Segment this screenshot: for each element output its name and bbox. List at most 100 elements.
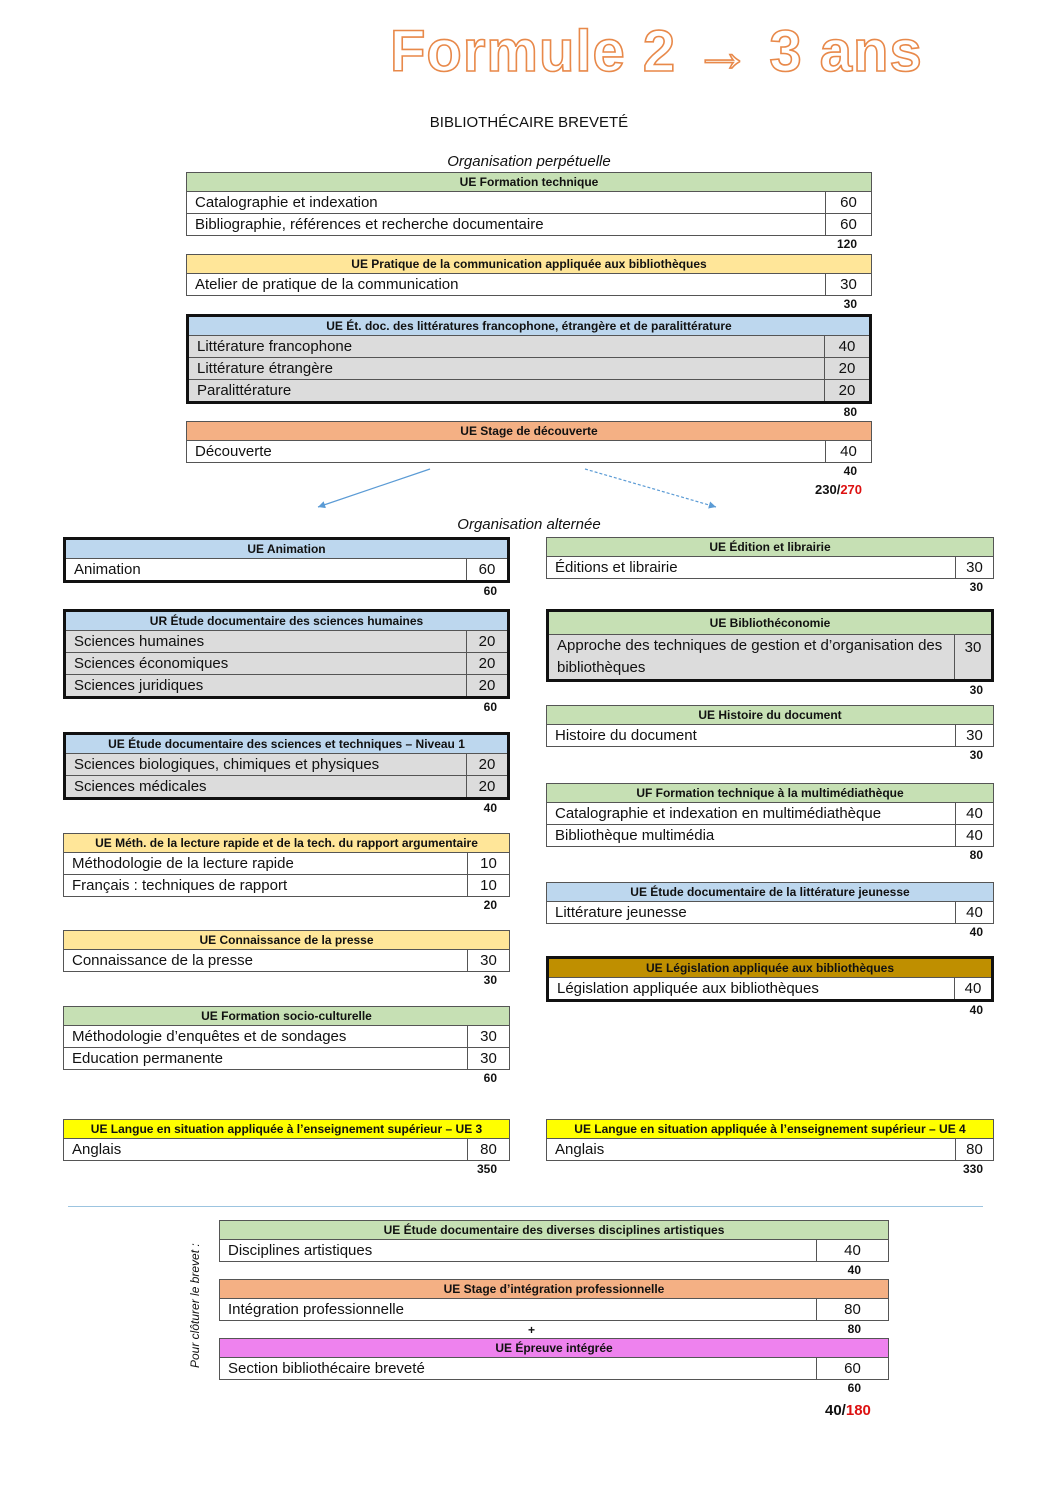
course-hours: 20 [465, 674, 510, 698]
table-row: Approche des techniques de gestion et d’… [547, 634, 993, 681]
ue-table: UE Langue en situation appliquée à l’ens… [546, 1119, 994, 1161]
left-ue-block: UE Méth. de la lecture rapide et de la t… [63, 833, 511, 913]
ue-total: 120 [836, 237, 857, 251]
course-hours: 40 [955, 802, 994, 825]
left-ue-block: UE Étude documentaire des sciences et te… [63, 732, 510, 816]
course-name: Education permanente [63, 1047, 468, 1070]
ue-header: UE Formation technique [186, 172, 872, 192]
ue-total: 40 [969, 925, 983, 939]
course-hours: 40 [824, 440, 873, 463]
course-hours: 20 [465, 630, 510, 653]
ue-total: 40 [969, 1003, 983, 1017]
ue-table: UR Étude documentaire des sciences humai… [63, 609, 510, 699]
course-hours: 30 [825, 273, 872, 296]
side-note: Pour clôturer le brevet : [188, 1243, 202, 1368]
ue-total: 20 [483, 898, 497, 912]
course-name: Bibliographie, références et recherche d… [186, 213, 826, 236]
course-name: Sciences biologiques, chimiques et physi… [64, 753, 467, 776]
course-hours: 10 [466, 852, 511, 875]
table-row: Bibliographie, références et recherche d… [186, 213, 872, 236]
ue-table: UE Étude documentaire des sciences et te… [63, 732, 510, 800]
perp-ue-block: UE Pratique de la communication appliqué… [186, 254, 872, 312]
ue-header: UE Connaissance de la presse [63, 930, 510, 950]
ue-header: UF Formation technique à la multimédiath… [546, 783, 994, 803]
ue-header: UE Épreuve intégrée [219, 1338, 889, 1358]
course-name: Législation appliquée aux bibliothèques [547, 977, 955, 1001]
left-ue-block: UE Langue en situation appliquée à l’ens… [63, 1119, 510, 1177]
course-hours: 30 [954, 556, 995, 579]
ue-total: 60 [483, 1071, 497, 1085]
ue-total: 30 [483, 973, 497, 987]
course-hours: 80 [815, 1298, 890, 1321]
ue-total: 60 [483, 700, 497, 714]
ue-total: 30 [969, 748, 983, 762]
perp-ue-block: UE Ét. doc. des littératures francophone… [186, 314, 872, 420]
course-name: Littérature jeunesse [546, 901, 956, 924]
course-hours: 40 [823, 335, 872, 358]
course-hours: 80 [467, 1138, 510, 1161]
ue-total: 350 [476, 1162, 497, 1176]
ue-total: 30 [843, 297, 857, 311]
ue-table: UF Formation technique à la multimédiath… [546, 783, 994, 847]
course-name: Littérature étrangère [187, 357, 825, 380]
ue-table: UE Étude documentaire de la littérature … [546, 882, 995, 924]
course-name: Découverte [186, 440, 826, 463]
course-name: Sciences économiques [64, 652, 467, 675]
ue-table: UE Langue en situation appliquée à l’ens… [63, 1119, 510, 1161]
course-name: Histoire du document [546, 724, 956, 747]
right-ue-block: UF Formation technique à la multimédiath… [546, 783, 994, 863]
course-name: Connaissance de la presse [63, 949, 468, 972]
ue-table: UE Méth. de la lecture rapide et de la t… [63, 833, 511, 897]
course-hours: 40 [955, 824, 994, 847]
course-name: Approche des techniques de gestion et d’… [547, 634, 955, 681]
ue-header: UE Formation socio-culturelle [63, 1006, 510, 1026]
ue-table: UE Législation appliquée aux bibliothèqu… [546, 956, 994, 1002]
course-hours: 30 [955, 724, 994, 747]
ue-header: UE Pratique de la communication appliqué… [186, 254, 872, 274]
course-hours: 20 [465, 753, 510, 776]
course-hours: 20 [823, 379, 872, 403]
ue-header: UE Histoire du document [546, 705, 994, 725]
course-hours: 20 [823, 357, 872, 380]
course-name: Anglais [546, 1138, 956, 1161]
course-hours: 60 [816, 1357, 889, 1380]
ue-header: UE Méth. de la lecture rapide et de la t… [63, 833, 510, 853]
ue-header: UE Législation appliquée aux bibliothèqu… [547, 957, 993, 978]
ue-table: UE Étude documentaire des diverses disci… [219, 1220, 889, 1262]
course-hours: 30 [954, 634, 993, 681]
ue-header: UE Étude documentaire des diverses disci… [219, 1220, 889, 1240]
course-hours: 40 [953, 977, 994, 1001]
right-ue-block: UE Législation appliquée aux bibliothèqu… [546, 956, 994, 1018]
ue-total: 60 [847, 1381, 861, 1395]
ue-table: UE Ét. doc. des littératures francophone… [186, 314, 872, 404]
course-name: Français : techniques de rapport [63, 874, 468, 897]
course-name: Atelier de pratique de la communication [186, 273, 826, 296]
ue-header: UE Ét. doc. des littératures francophone… [187, 315, 871, 336]
course-name: Méthodologie d’enquêtes et de sondages [63, 1025, 468, 1048]
course-hours: 20 [465, 775, 510, 799]
course-name: Animation [64, 558, 467, 582]
course-name: Anglais [63, 1138, 468, 1161]
